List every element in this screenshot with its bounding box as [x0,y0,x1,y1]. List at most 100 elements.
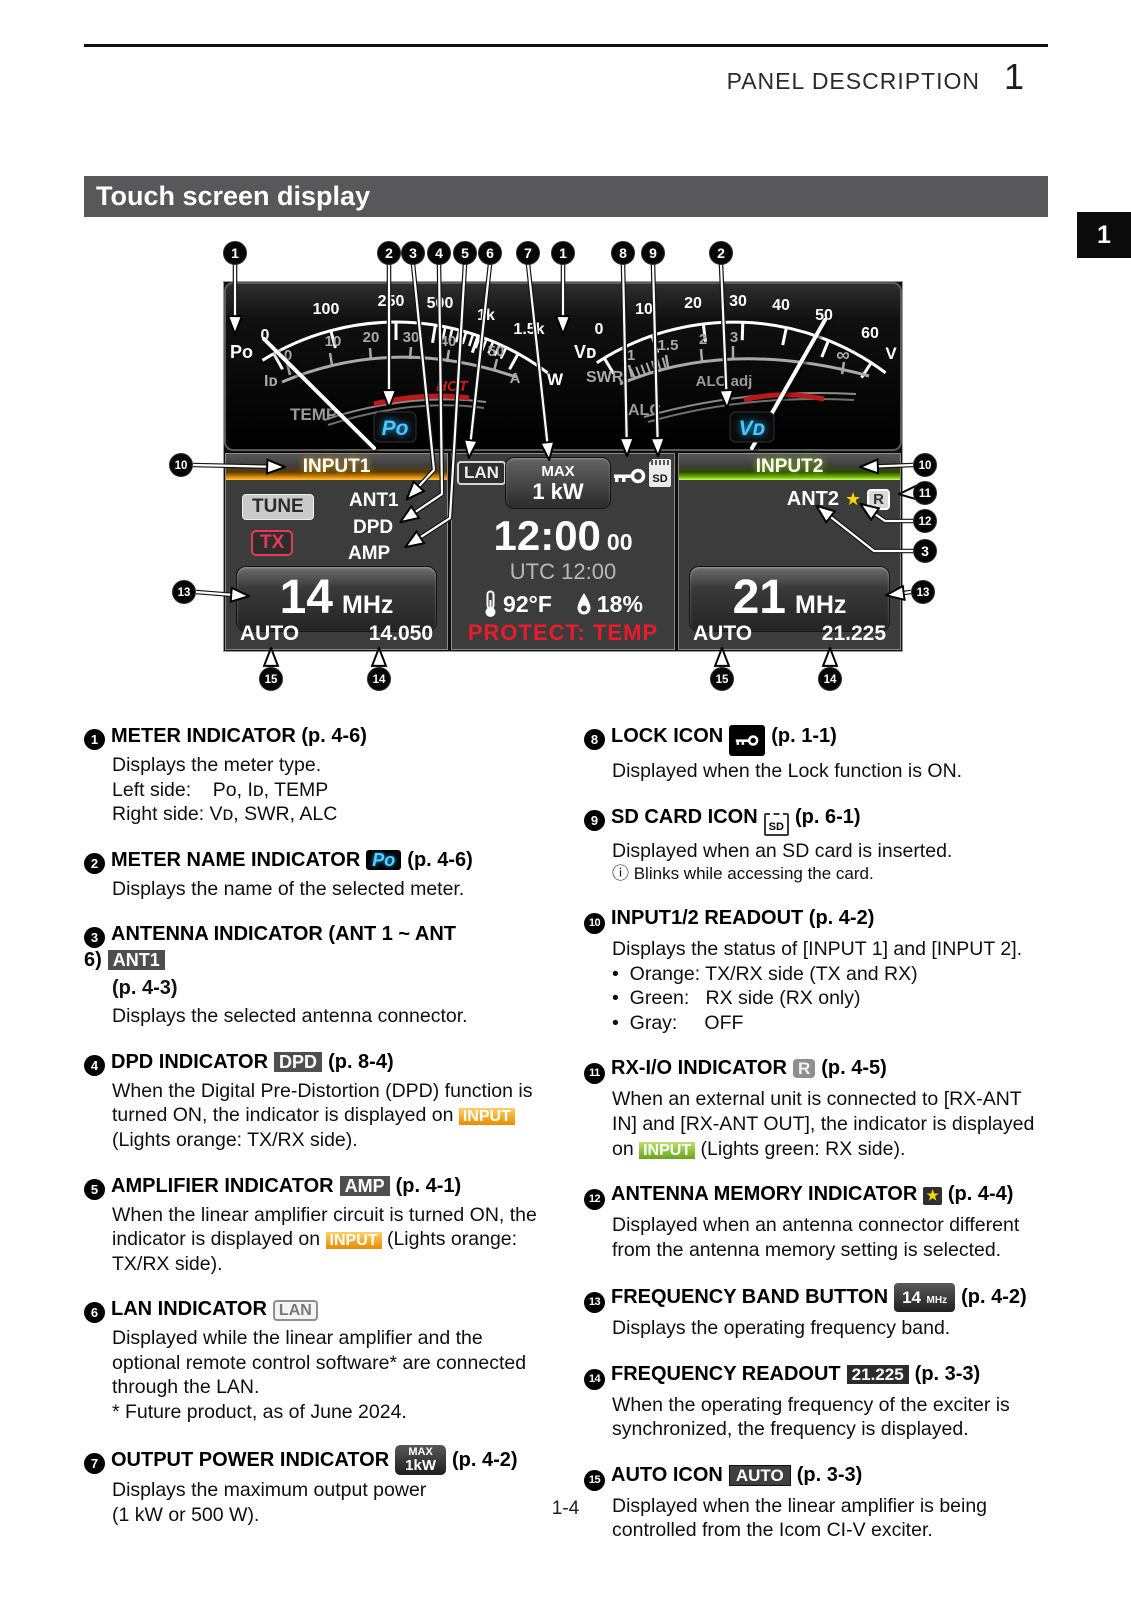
amplifier-indicator: AMP [348,543,391,564]
callout-2b: 2 [717,245,725,261]
callout-1: 1 [231,245,239,261]
callout-5: 5 [461,245,469,261]
auto-icon: AUTO [693,622,753,645]
item-title: FREQUENCY BAND BUTTON [611,1286,889,1309]
footnote: * Future product, as of June 2024. [112,1400,407,1423]
id-scale-10: 10 [325,333,342,350]
input-green-badge: INPUT [639,1141,696,1159]
item-title: AUTO ICON [611,1463,723,1486]
output-power-indicator: MAX 1 kW [505,457,611,509]
item-number: 14 [584,1368,605,1390]
frequency-readout-badge: 21.225 [846,1364,909,1384]
frequency-readout: 14.050 [368,622,433,645]
item-number: 3 [84,927,105,949]
antenna-indicator-2: ANT2 [786,488,840,510]
section-title: Touch screen display [84,176,1048,217]
item-number: 1 [84,729,105,750]
input2-readout: INPUT2 [679,454,900,480]
temp-label: TEMP [290,405,337,424]
dpd-indicator: DPD [353,517,394,538]
humidity-value: 18% [596,590,643,617]
chapter-side-tab: 1 [1077,212,1131,258]
vd-scale-50: 50 [815,307,833,324]
touch-screen-figure: 0 100 250 500 1k 1.5k W Pᴏ 0 10 20 [223,281,903,652]
frequency-band-button-21: 21 MHz [689,566,890,632]
auto-icon: AUTO [240,622,300,645]
po-scale-1.5k: 1.5k [513,321,544,338]
callout-15-b: 15 [716,674,729,686]
input1-panel: INPUT1 TUNE TX ANT1 DPD AMP 14 MHz AUTO … [225,453,448,650]
item-number: 9 [584,809,605,831]
callout-6: 6 [486,245,494,261]
item-number: 13 [584,1292,605,1314]
tune-badge: TUNE [242,494,314,520]
status-panels: INPUT1 TUNE TX ANT1 DPD AMP 14 MHz AUTO … [225,453,901,650]
po-meter-name: Pᴏ [230,342,253,362]
input1-label: INPUT1 [302,456,371,477]
lan-indicator: LAN [457,461,506,485]
thermometer-icon [485,590,496,617]
svg-text:Vᴅ: Vᴅ [739,417,766,440]
callout-3-right: 3 [921,543,929,559]
callout-8: 8 [619,245,627,261]
utc-time: UTC 12:00 [509,559,617,584]
band-unit: MHz [342,591,394,619]
lock-key-icon [729,725,766,756]
antenna-memory-star-icon: ★ [845,489,862,509]
callout-15-a: 15 [265,674,278,686]
max-label: MAX [541,463,575,480]
vd-meter-name: Vᴅ [574,342,596,362]
left-meter-needle [262,337,376,450]
callout-14-b: 14 [824,674,837,686]
tx-badge: TX [251,530,294,556]
callout-7: 7 [524,245,532,261]
dpd-badge: DPD [274,1051,323,1072]
auto-badge: AUTO [728,1464,791,1486]
vd-scale-0: 0 [595,321,604,338]
page-ref: (p. 4-4) [947,1183,1014,1206]
temperature-value: 92°F [503,590,552,617]
callout-10-right: 10 [919,460,932,472]
page-ref: (p. 4-3) [112,977,178,1000]
id-scale-40: 40 [440,333,457,350]
po-scale-500: 500 [427,295,454,312]
vd-scale-30: 30 [729,293,747,310]
item-title: FREQUENCY READOUT [611,1362,841,1385]
input2-panel: INPUT2 ANT2 ★ R 21 MHz AUTO 21.225 [678,453,901,650]
max-power-value: 1 kW [532,479,584,504]
callout-13-right: 13 [917,587,930,599]
item-title: AMPLIFIER INDICATOR [111,1174,334,1197]
item-title: RX-I/O INDICATOR [611,1057,787,1080]
id-scale-0: 0 [284,347,292,364]
bullet-gray: • Gray: OFF [612,1011,744,1034]
id-scale-20: 20 [363,329,380,346]
lan-badge: LAN [272,1300,318,1322]
input2-label: INPUT2 [755,456,824,477]
po-scale-250: 250 [378,293,405,310]
page-ref: (p. 4-2) [961,1286,1027,1309]
chapter-number: 1 [1004,56,1025,97]
vd-name-badge: Vᴅ [729,411,775,443]
callout-13-left: 13 [178,587,191,599]
vd-scale-40: 40 [772,297,790,314]
alc-adj-label: ALC adj [696,373,753,390]
sd-card-icon: SD [649,459,671,487]
svg-text:Pᴏ: Pᴏ [382,417,409,440]
item-title: INPUT1/2 READOUT (p. 4-2) [611,907,875,930]
po-scale-1k: 1k [477,307,495,324]
page-ref: (p. 4-5) [821,1057,887,1080]
swr-scale-1: 1 [627,347,635,364]
running-header: PANEL DESCRIPTION [726,68,980,94]
swr-scale-2: 2 [699,331,707,348]
page-ref: (p. 1-1) [771,725,837,747]
item-number: 5 [84,1178,105,1200]
